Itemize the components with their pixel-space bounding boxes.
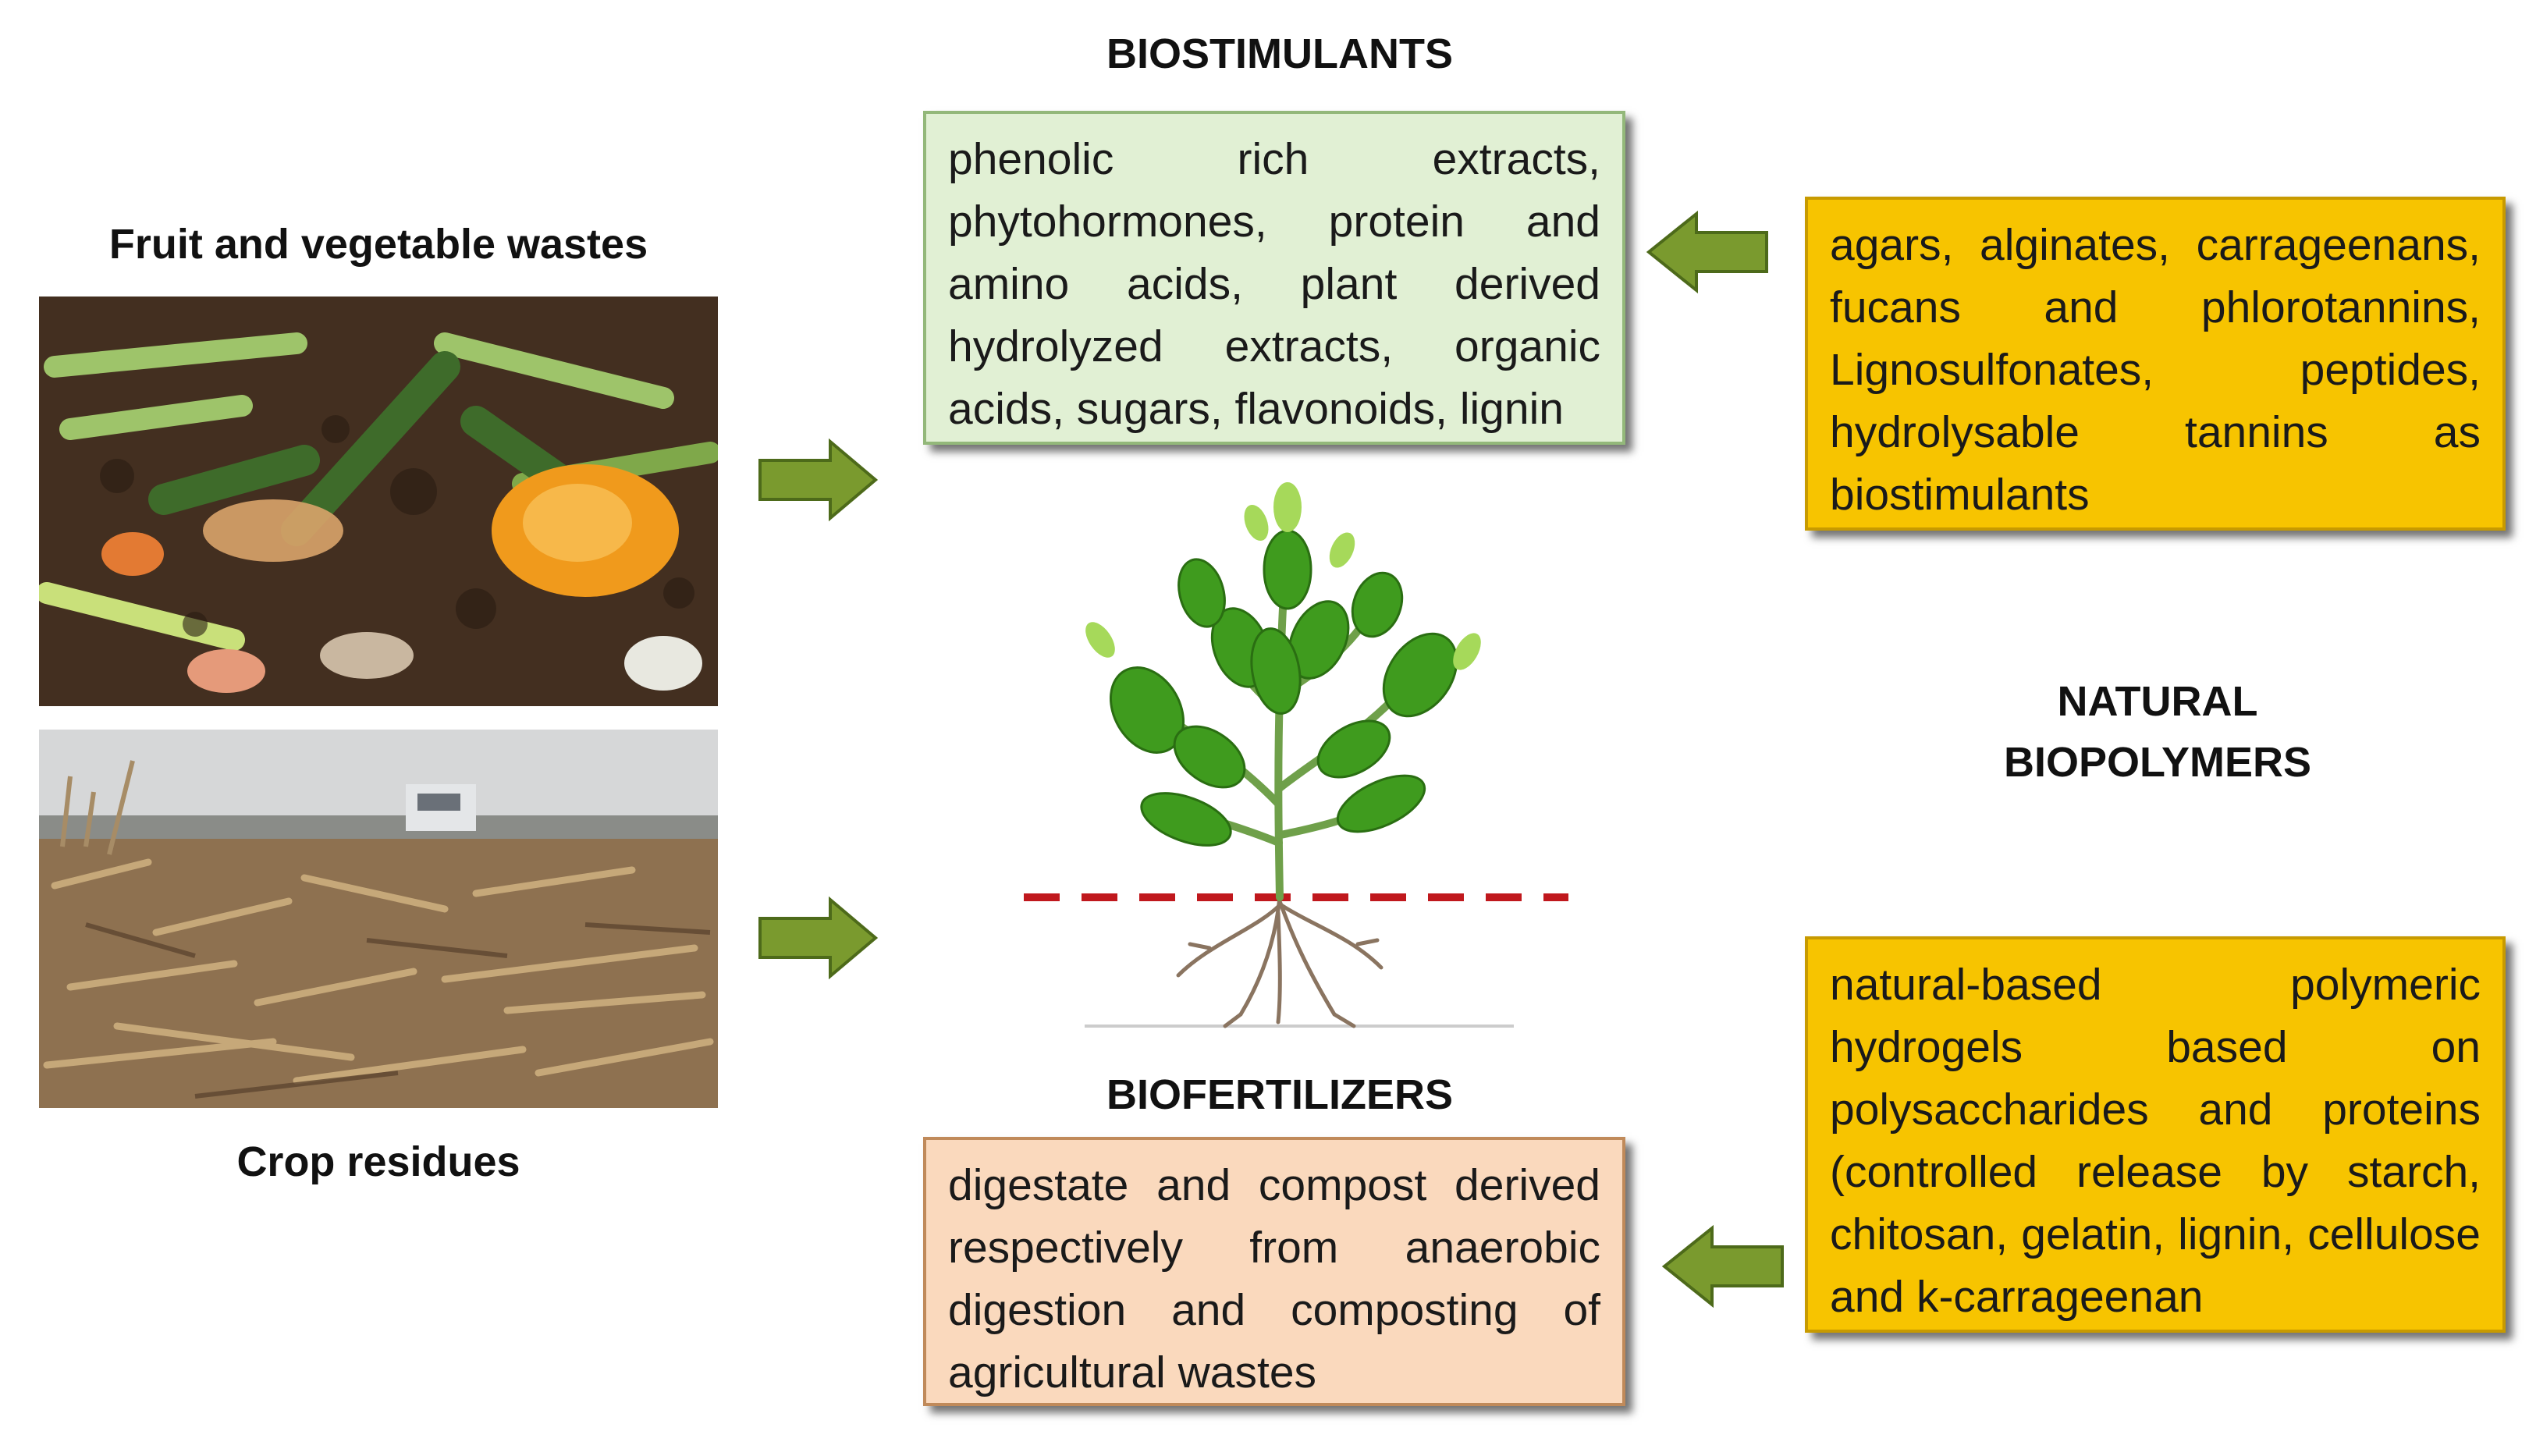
right-arrow-icon xyxy=(758,438,879,522)
biostimulants-box: phenolic rich extracts, phytohormones, p… xyxy=(923,111,1625,445)
fruit-vegetable-wastes-label: Fruit and vegetable wastes xyxy=(108,221,648,268)
biopolymer-hydrogels-box: natural-based polymeric hydrogels based … xyxy=(1805,936,2506,1333)
left-arrow-icon xyxy=(1661,1224,1784,1309)
natural-biopolymers-heading-line2: BIOPOLYMERS xyxy=(2003,739,2312,786)
roots xyxy=(1176,895,1383,1028)
left-arrow-icon xyxy=(1646,210,1768,294)
fruit-vegetable-wastes-photo xyxy=(39,297,718,706)
biostimulants-heading: BIOSTIMULANTS xyxy=(1106,30,1453,77)
crop-residues-photo xyxy=(39,730,718,1108)
biofertilizers-box: digestate and compost derived respective… xyxy=(923,1137,1625,1406)
plant-icon xyxy=(1024,482,1568,1028)
right-arrow-icon xyxy=(758,896,879,980)
biofertilizers-heading: BIOFERTILIZERS xyxy=(1106,1071,1453,1118)
natural-biopolymers-heading: NATURAL BIOPOLYMERS xyxy=(1904,671,2411,793)
biopolymer-biostimulants-box: agars, alginates, carrageenans, fucans a… xyxy=(1805,197,2506,531)
crop-residues-label: Crop residues xyxy=(236,1138,520,1185)
natural-biopolymers-heading-line1: NATURAL xyxy=(2057,678,2258,725)
